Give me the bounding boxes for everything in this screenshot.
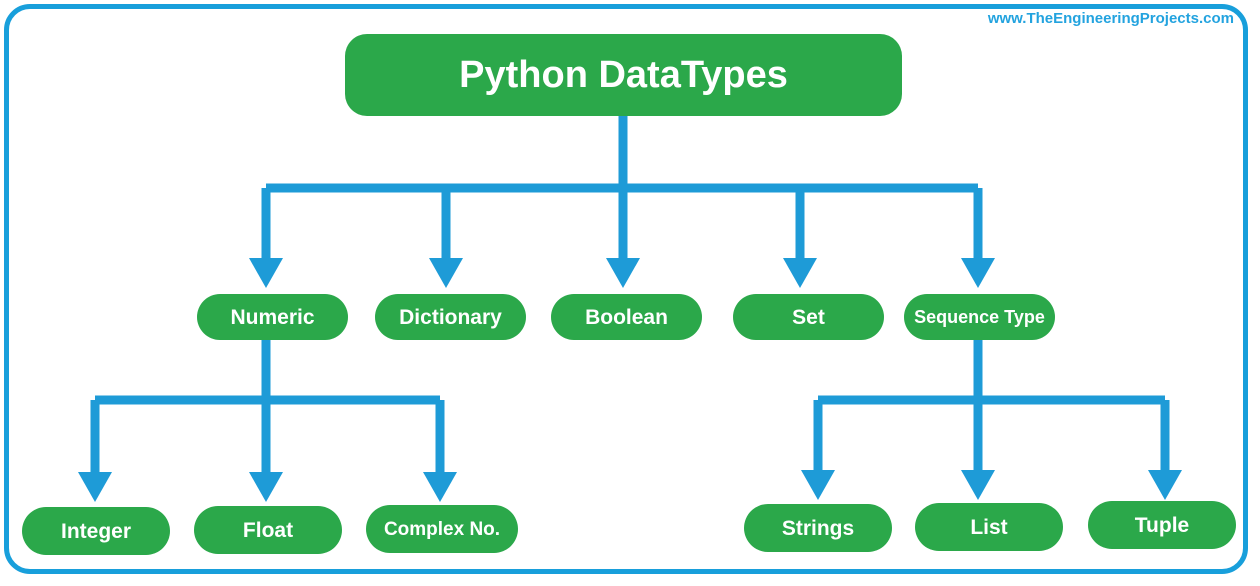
node-label: Integer (60, 519, 131, 543)
arrowhead-float (249, 472, 283, 502)
arrowhead-list (961, 470, 995, 500)
node-label: Float (242, 518, 294, 542)
node-complex-no[interactable]: Complex No. (366, 505, 518, 553)
node-label: Tuple (1134, 513, 1190, 537)
node-sequence-type[interactable]: Sequence Type (904, 294, 1055, 340)
node-float[interactable]: Float (194, 506, 342, 554)
arrowhead-integer (78, 472, 112, 502)
arrowhead-numeric (249, 258, 283, 288)
node-dictionary[interactable]: Dictionary (375, 294, 526, 340)
arrowhead-sequence (961, 258, 995, 288)
node-label: Strings (781, 516, 855, 540)
arrowhead-set (783, 258, 817, 288)
arrowhead-strings (801, 470, 835, 500)
node-strings[interactable]: Strings (744, 504, 892, 552)
node-label: Python DataTypes (459, 54, 788, 96)
arrowhead-complex (423, 472, 457, 502)
arrowhead-tuple (1148, 470, 1182, 500)
node-integer[interactable]: Integer (22, 507, 170, 555)
node-python-datatypes[interactable]: Python DataTypes (345, 34, 902, 116)
node-numeric[interactable]: Numeric (197, 294, 348, 340)
node-label: Dictionary (399, 305, 502, 329)
watermark-url: www.TheEngineeringProjects.com (987, 10, 1234, 27)
node-list[interactable]: List (915, 503, 1063, 551)
node-label: Numeric (230, 305, 315, 329)
node-label: Boolean (585, 305, 668, 329)
node-boolean[interactable]: Boolean (551, 294, 702, 340)
arrowhead-boolean (606, 258, 640, 288)
arrowhead-dictionary (429, 258, 463, 288)
node-label: List (970, 515, 1008, 539)
node-label: Set (792, 305, 825, 329)
node-label: Sequence Type (914, 307, 1045, 327)
node-set[interactable]: Set (733, 294, 884, 340)
node-label: Complex No. (383, 518, 501, 540)
node-tuple[interactable]: Tuple (1088, 501, 1236, 549)
